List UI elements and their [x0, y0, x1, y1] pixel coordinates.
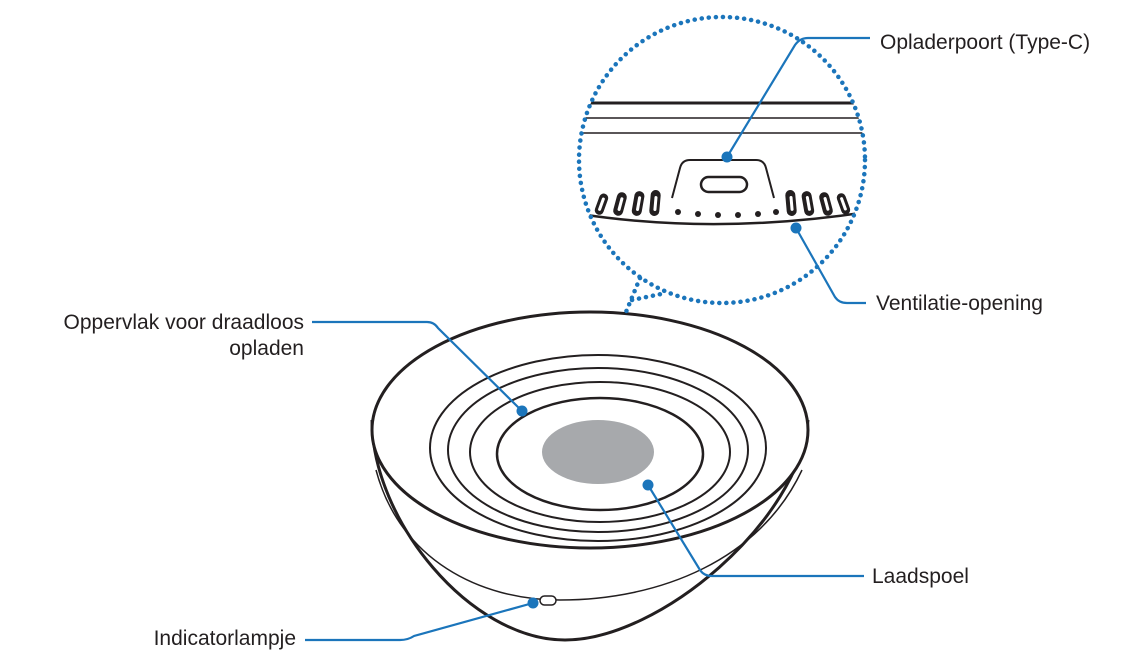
label-coil: Laadspoel [872, 565, 969, 588]
dot-indicator [527, 597, 539, 609]
charger-rim [375, 469, 803, 601]
leader-vent [795, 227, 866, 305]
ring-third [447, 367, 749, 533]
ring-inner [495, 396, 705, 512]
leader-coil [647, 484, 864, 578]
dot-coil [642, 479, 654, 491]
vent-dots [675, 209, 779, 218]
label-surface: Oppervlak voor draadloos opladen [0, 310, 304, 362]
vent-slots-left [594, 190, 661, 216]
leader-surface [312, 320, 523, 412]
leader-lines [305, 36, 870, 642]
dot-charger-port [721, 151, 733, 163]
zoom-detail [579, 101, 865, 226]
vent-slots-right [785, 190, 851, 216]
zoom-pointer [623, 275, 669, 315]
charging-coil [542, 420, 654, 484]
ring-outer [429, 354, 767, 542]
dot-surface [516, 405, 528, 417]
zoom-callout [576, 14, 868, 315]
label-surface-line2: opladen [229, 337, 304, 360]
dot-vent [790, 222, 802, 234]
leader-indicator [305, 601, 534, 642]
ring-second [469, 381, 731, 523]
usb-c-port [699, 175, 749, 194]
indicator-light [539, 595, 557, 606]
charger-pad [370, 310, 810, 642]
leader-charger-port [726, 36, 870, 158]
label-vent: Ventilatie-opening [876, 292, 1043, 315]
label-charger-port: Opladerpoort (Type-C) [880, 31, 1091, 54]
label-indicator: Indicatorlampje [153, 627, 296, 650]
zoom-circle [576, 14, 868, 306]
leader-dots [516, 151, 802, 609]
label-surface-line1: Oppervlak voor draadloos [63, 311, 304, 334]
